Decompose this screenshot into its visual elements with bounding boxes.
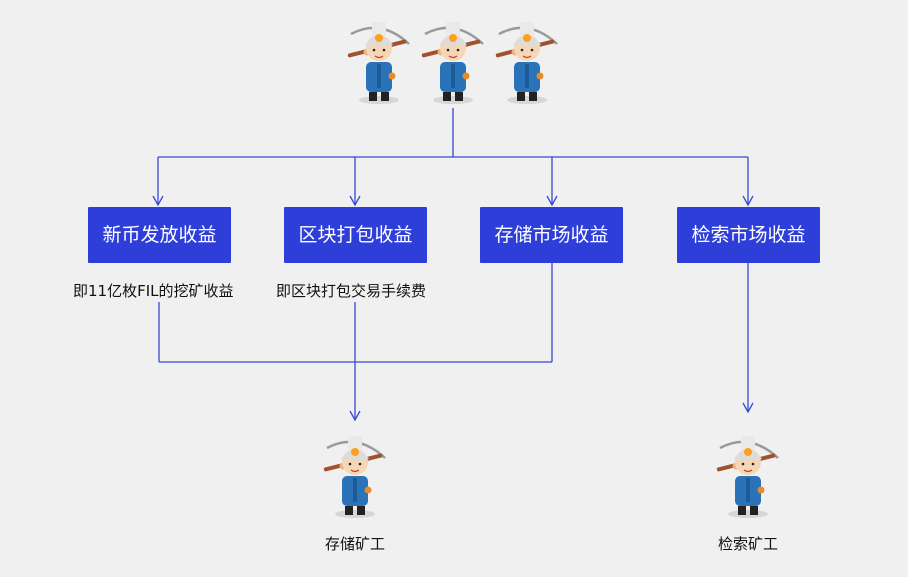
miner-icon <box>322 434 387 520</box>
reward-box: 区块打包收益 <box>284 207 427 263</box>
arrow-down-icon <box>546 195 558 207</box>
miner-label: 存储矿工 <box>324 535 385 553</box>
reward-note: 即11亿枚FIL的挖矿收益 <box>73 282 234 300</box>
miner-label: 检索矿工 <box>717 535 778 553</box>
reward-box: 检索市场收益 <box>677 207 820 263</box>
arrow-down-icon <box>349 410 361 422</box>
arrow-down-icon <box>742 402 754 414</box>
arrow-down-icon <box>152 195 164 207</box>
miner-icon <box>715 434 780 520</box>
miner-icon <box>420 20 485 106</box>
reward-note: 即区块打包交易手续费 <box>276 282 427 300</box>
miner-icon <box>346 20 411 106</box>
reward-box: 新币发放收益 <box>88 207 231 263</box>
miner-icon <box>494 20 559 106</box>
arrow-down-icon <box>742 195 754 207</box>
reward-box: 存储市场收益 <box>480 207 623 263</box>
arrow-down-icon <box>349 195 361 207</box>
